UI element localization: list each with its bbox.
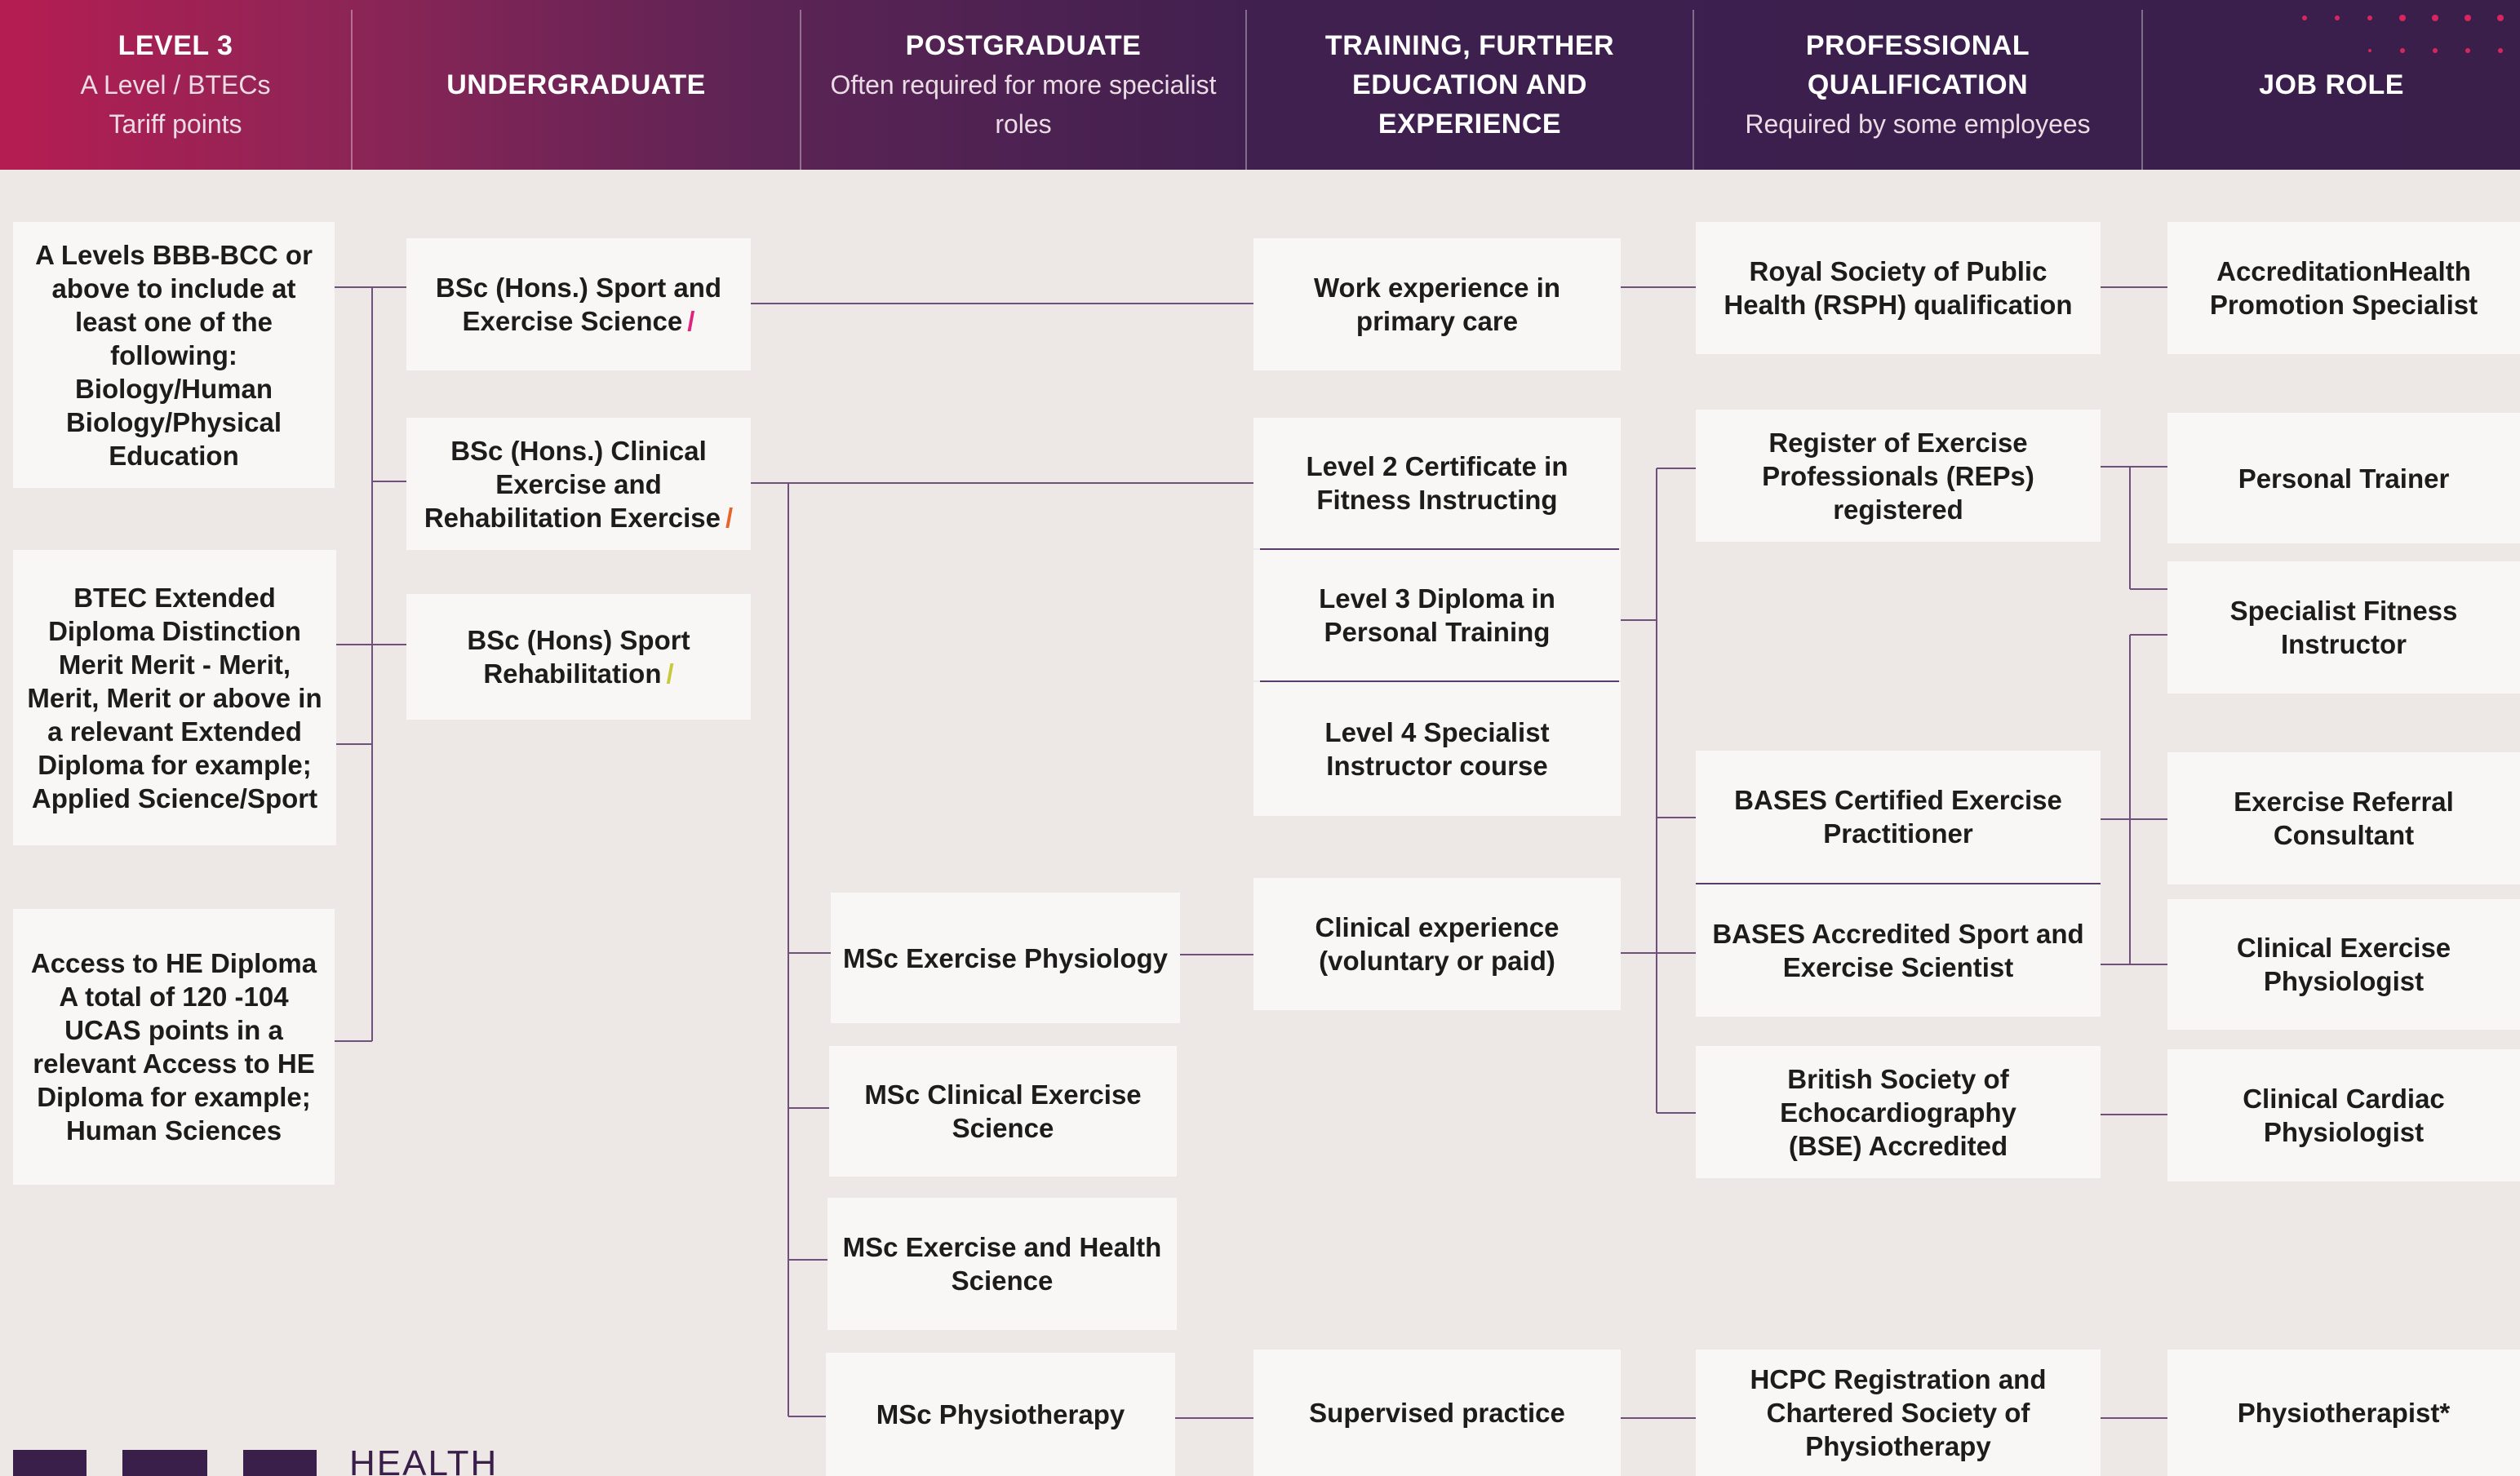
- job-personal-trainer-card: Personal Trainer: [2167, 413, 2520, 543]
- ug-clinical-exercise-card: BSc (Hons.) Clinical Exercise and Rehabi…: [406, 418, 751, 550]
- card-text: BSc (Hons) Sport Rehabilitation: [467, 625, 690, 689]
- column-header-postgraduate: POSTGRADUATE Often required for more spe…: [801, 0, 1245, 170]
- card-text: BASES Certified Exercise Practitioner: [1734, 785, 2062, 849]
- training-level4-specialist-card: Level 4 Specialist Instructor course: [1253, 682, 1621, 816]
- card-text: British Society of Echocardiography (BSE…: [1780, 1063, 2016, 1161]
- pg-msc-physiotherapy-card: MSc Physiotherapy: [826, 1353, 1175, 1476]
- prof-bases-certified-card: BASES Certified Exercise Practitioner: [1696, 751, 2101, 883]
- card-text: AccreditationHealth Promotion Specialist: [2209, 256, 2478, 320]
- card-text: BTEC Extended Diploma Distinction Merit …: [27, 582, 322, 813]
- card-divider: [1260, 680, 1619, 682]
- card-text: A Levels BBB-BCC or above to include at …: [35, 239, 313, 471]
- slash-marker-icon: /: [687, 306, 695, 336]
- card-text: Access to HE Diploma A total of 120 -104…: [30, 948, 317, 1146]
- card-text: MSc Clinical Exercise Science: [864, 1079, 1142, 1143]
- card-text: Clinical experience (voluntary or paid): [1315, 912, 1559, 976]
- pg-msc-exercise-physiology-card: MSc Exercise Physiology: [831, 893, 1180, 1023]
- card-text: Clinical Exercise Physiologist: [2236, 933, 2451, 996]
- header-divider: [1245, 10, 1247, 170]
- column-title: JOB ROLE: [2259, 69, 2404, 100]
- prof-reps-card: Register of Exercise Professionals (REPs…: [1696, 410, 2101, 542]
- level3-btec-card: BTEC Extended Diploma Distinction Merit …: [13, 550, 336, 845]
- column-subtitle: roles: [995, 109, 1052, 139]
- ug-sport-exercise-science-card: BSc (Hons.) Sport and Exercise Science/: [406, 238, 751, 370]
- training-clinical-experience-card: Clinical experience (voluntary or paid): [1253, 878, 1621, 1010]
- card-text: BSc (Hons.) Sport and Exercise Science: [435, 273, 722, 336]
- card-text: MSc Exercise and Health Science: [842, 1232, 1162, 1296]
- column-header-training: TRAINING, FURTHER EDUCATION AND EXPERIEN…: [1247, 0, 1693, 170]
- card-divider: [1696, 883, 2101, 884]
- prof-hcpc-card: HCPC Registration and Chartered Society …: [1696, 1350, 2101, 1476]
- header-divider: [800, 10, 801, 170]
- column-title: TRAINING, FURTHER EDUCATION AND EXPERIEN…: [1324, 30, 1615, 140]
- column-header-level3: LEVEL 3 A Level / BTECs Tariff points: [0, 0, 351, 170]
- job-specialist-fitness-card: Specialist Fitness Instructor: [2167, 561, 2520, 694]
- job-clinical-exercise-physiologist-card: Clinical Exercise Physiologist: [2167, 899, 2520, 1030]
- job-exercise-referral-card: Exercise Referral Consultant: [2167, 752, 2520, 884]
- header-divider: [351, 10, 353, 170]
- column-title: LEVEL 3: [118, 30, 233, 61]
- column-subtitle: Tariff points: [109, 109, 242, 139]
- card-text: MSc Exercise Physiology: [842, 942, 1168, 973]
- slash-marker-icon: /: [725, 502, 734, 533]
- ug-sport-rehabilitation-card: BSc (Hons) Sport Rehabilitation/: [406, 594, 751, 720]
- job-health-promotion-card: AccreditationHealth Promotion Specialist: [2167, 222, 2520, 354]
- card-text: Clinical Cardiac Physiologist: [2243, 1084, 2445, 1147]
- column-title: POSTGRADUATE: [905, 30, 1142, 61]
- pg-msc-clinical-exercise-science-card: MSc Clinical Exercise Science: [829, 1046, 1177, 1177]
- level3-access-he-card: Access to HE Diploma A total of 120 -104…: [13, 909, 335, 1185]
- card-text: Work experience in primary care: [1313, 273, 1560, 336]
- job-physiotherapist-card: Physiotherapist*: [2167, 1350, 2520, 1476]
- column-subtitle: Often required for more specialist: [830, 70, 1217, 100]
- card-text: BSc (Hons.) Clinical Exercise and Rehabi…: [424, 435, 721, 533]
- card-text: Supervised practice: [1309, 1398, 1565, 1428]
- prof-rsph-card: Royal Society of Public Health (RSPH) qu…: [1696, 222, 2101, 354]
- column-header-job-role: JOB ROLE: [2143, 0, 2520, 170]
- logo-text: HEALTH: [349, 1443, 499, 1476]
- column-header-professional: PROFESSIONAL QUALIFICATION Required by s…: [1694, 0, 2141, 170]
- training-work-experience-card: Work experience in primary care: [1253, 238, 1621, 370]
- pg-msc-exercise-health-science-card: MSc Exercise and Health Science: [827, 1198, 1177, 1330]
- level3-a-levels-card: A Levels BBB-BCC or above to include at …: [13, 222, 335, 488]
- header-divider: [1693, 10, 1694, 170]
- column-subtitle: A Level / BTECs: [80, 70, 271, 100]
- card-text: BASES Accredited Sport and Exercise Scie…: [1712, 919, 2084, 982]
- column-title: PROFESSIONAL QUALIFICATION: [1805, 30, 2030, 100]
- training-level3-diploma-card: Level 3 Diploma in Personal Training: [1253, 550, 1621, 680]
- brand-logo: HEALTH: [0, 1432, 571, 1476]
- card-text: HCPC Registration and Chartered Society …: [1750, 1364, 2047, 1461]
- card-text: Level 2 Certificate in Fitness Instructi…: [1306, 451, 1568, 515]
- logo-mark-icon: [13, 1432, 323, 1476]
- header-banner: LEVEL 3 A Level / BTECs Tariff points UN…: [0, 0, 2520, 170]
- card-text: Exercise Referral Consultant: [2234, 787, 2454, 850]
- card-text: MSc Physiotherapy: [876, 1399, 1125, 1429]
- card-divider: [1260, 548, 1619, 550]
- column-title: UNDERGRADUATE: [446, 69, 706, 100]
- training-supervised-practice-card: Supervised practice: [1253, 1350, 1621, 1476]
- slash-marker-icon: /: [666, 658, 674, 689]
- card-text: Physiotherapist*: [2237, 1398, 2451, 1428]
- card-text: Specialist Fitness Instructor: [2229, 596, 2458, 659]
- card-text: Level 4 Specialist Instructor course: [1324, 717, 1550, 781]
- column-header-undergraduate: UNDERGRADUATE: [353, 0, 800, 170]
- header-divider: [2141, 10, 2143, 170]
- training-level2-certificate-card: Level 2 Certificate in Fitness Instructi…: [1253, 418, 1621, 548]
- card-text: Level 3 Diploma in Personal Training: [1319, 583, 1555, 647]
- prof-bse-card: British Society of Echocardiography (BSE…: [1696, 1046, 2101, 1178]
- column-subtitle: Required by some employees: [1745, 109, 2091, 139]
- card-text: Personal Trainer: [2238, 463, 2450, 494]
- decorative-dots-icon: [2302, 15, 2504, 53]
- job-clinical-cardiac-card: Clinical Cardiac Physiologist: [2167, 1049, 2520, 1181]
- card-text: Royal Society of Public Health (RSPH) qu…: [1724, 256, 2073, 320]
- card-text: Register of Exercise Professionals (REPs…: [1762, 427, 2034, 525]
- prof-bases-accredited-card: BASES Accredited Sport and Exercise Scie…: [1696, 884, 2101, 1017]
